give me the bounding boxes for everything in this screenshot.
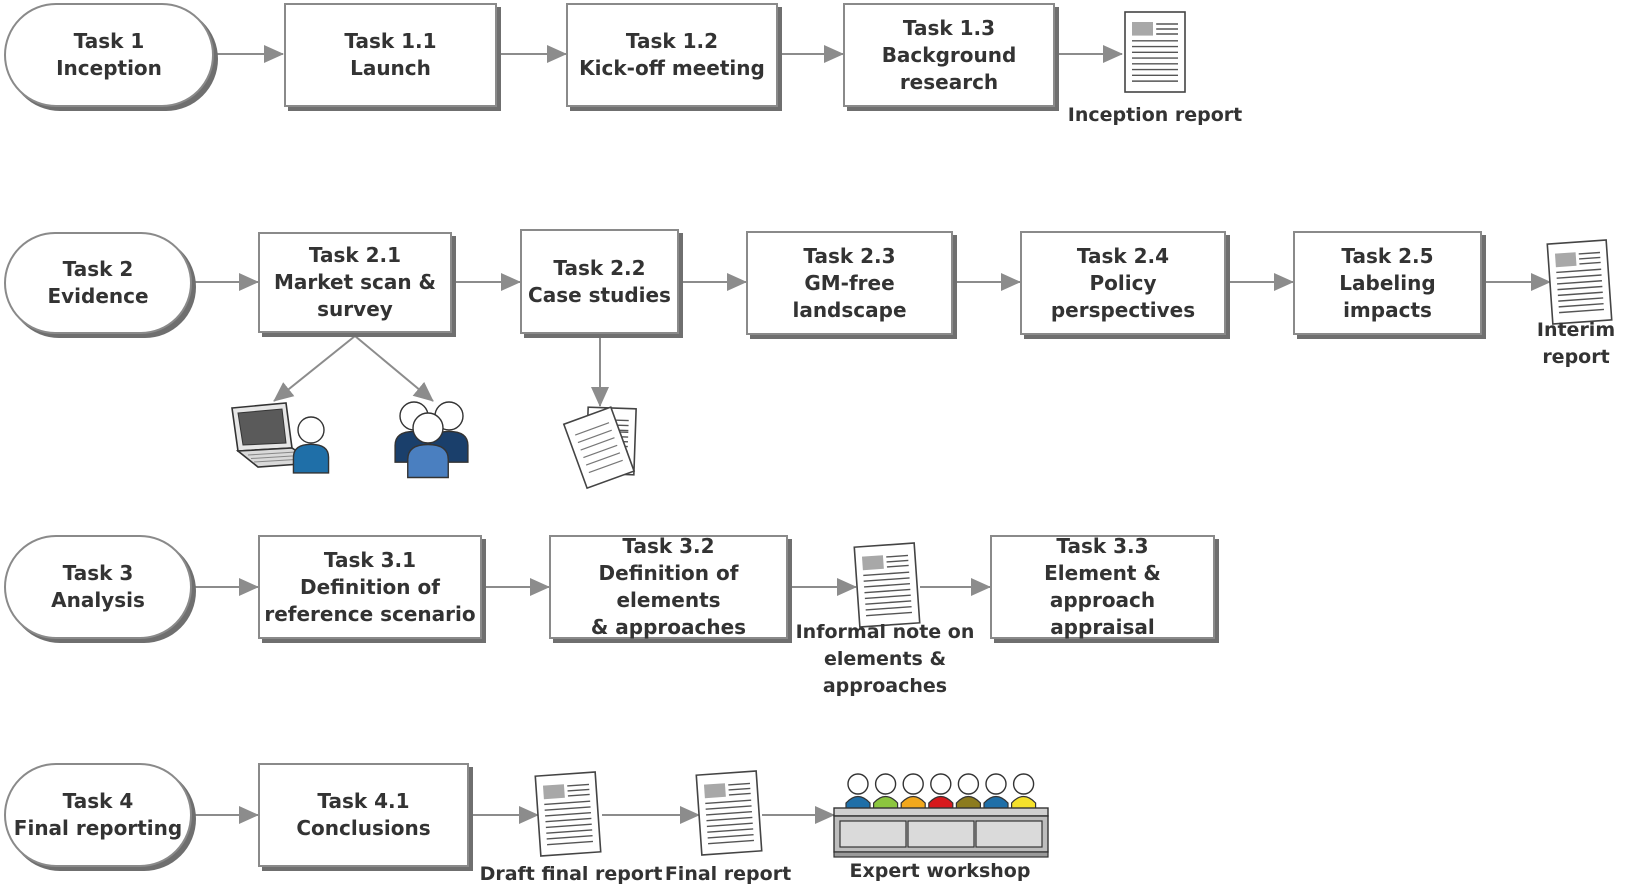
task-desc: Labeling impacts: [1339, 270, 1436, 322]
phase-node-2: Task 2 Evidence: [4, 232, 192, 334]
document-icon: [1546, 239, 1613, 325]
phase-subtitle: Final reporting: [13, 816, 183, 840]
laptop-user-icon: [231, 402, 330, 474]
document-stack-icon: [562, 406, 637, 490]
phase-text: Task 4 Final reporting: [14, 788, 182, 842]
task-title: Task 1.1: [344, 29, 437, 53]
task-title: Task 2.5: [1341, 243, 1434, 268]
people-group-icon: [394, 401, 469, 479]
task-title: Task 2.2: [553, 255, 646, 280]
expert-panel-icon: [833, 773, 1049, 858]
phase-node-1: Task 1 Inception: [4, 3, 214, 107]
document-sheet-front: [562, 406, 636, 490]
task-desc: Element & approach appraisal: [1044, 561, 1161, 639]
output-label-draft-final-report: Draft final report: [479, 862, 663, 885]
phase-text: Task 1 Inception: [56, 28, 162, 82]
phase-text: Task 3 Analysis: [51, 560, 145, 614]
phase-text: Task 2 Evidence: [47, 256, 148, 310]
task-title: Task 1.2: [625, 29, 719, 53]
output-label-informal-note: Informal note on elements & approaches: [795, 620, 975, 697]
task-desc: Launch: [350, 56, 431, 80]
task-desc: Case studies: [528, 282, 671, 307]
task-desc: Kick-off meeting: [579, 56, 765, 80]
task-title: Task 3.3: [1056, 534, 1149, 558]
phase-title: Task 1: [73, 29, 145, 53]
task-title: Task 1.3: [902, 15, 996, 40]
task-title: Task 3.1: [323, 547, 417, 572]
output-label-interim-report: Interim report: [1536, 319, 1616, 368]
output-label-expert-workshop: Expert workshop: [849, 859, 1031, 882]
task-desc: GM-free landscape: [792, 270, 907, 322]
task-title: Task 2.4: [1076, 243, 1170, 268]
arrow-2-1-to-laptop: [273, 335, 356, 402]
phase-node-4: Task 4 Final reporting: [4, 763, 192, 867]
task-title: Task 2.1: [308, 243, 402, 267]
task-title: Task 3.2: [622, 534, 715, 558]
task-title: Task 2.3: [803, 243, 896, 268]
arrow-2-1-to-group: [354, 335, 434, 402]
phase-subtitle: Evidence: [47, 284, 149, 308]
document-icon: [1124, 11, 1186, 93]
output-label-final-report: Final report: [664, 862, 792, 885]
phase-node-3: Task 3 Analysis: [4, 535, 192, 639]
phase-title: Task 4: [62, 789, 134, 813]
phase-subtitle: Inception: [56, 56, 162, 80]
task-desc: Definition of elements & approaches: [590, 561, 747, 639]
document-icon: [853, 542, 921, 628]
task-desc: Conclusions: [296, 816, 431, 840]
phase-title: Task 3: [62, 561, 134, 585]
document-icon: [695, 770, 763, 856]
task-desc: Market scan & survey: [273, 270, 436, 321]
output-label-inception-report: Inception report: [1067, 103, 1243, 126]
phase-title: Task 2: [62, 257, 134, 281]
task-desc: Policy perspectives: [1050, 270, 1196, 322]
task-desc: Definition of reference scenario: [264, 574, 476, 626]
phase-subtitle: Analysis: [51, 588, 145, 612]
document-icon: [534, 771, 602, 857]
task-title: Task 4.1: [317, 789, 410, 813]
task-desc: Background research: [881, 42, 1017, 94]
